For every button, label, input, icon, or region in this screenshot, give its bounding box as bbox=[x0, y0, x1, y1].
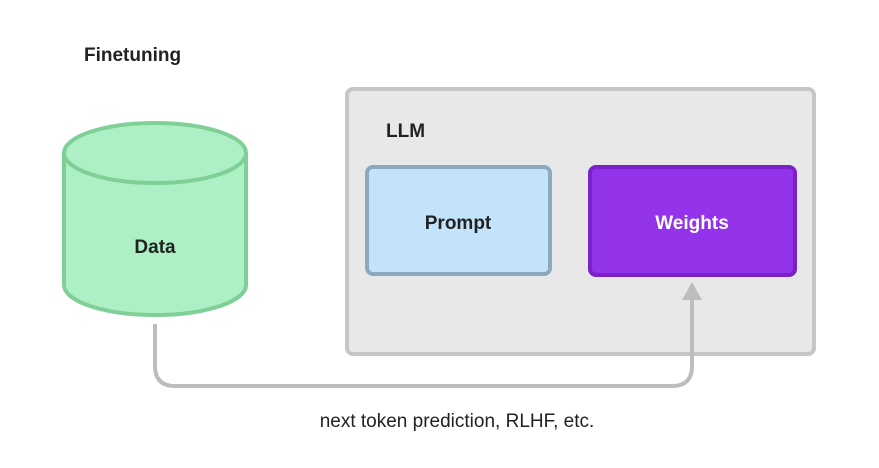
prompt-label: Prompt bbox=[425, 213, 492, 234]
flow-arrow bbox=[153, 282, 702, 388]
weights-block: Weights bbox=[588, 165, 797, 277]
llm-container: LLM bbox=[345, 87, 816, 356]
diagram-title: Finetuning bbox=[84, 45, 181, 66]
flow-arrow-line bbox=[153, 297, 694, 388]
llm-label: LLM bbox=[386, 121, 425, 142]
arrowhead-icon bbox=[682, 282, 702, 300]
prompt-block: Prompt bbox=[365, 165, 552, 276]
data-cylinder-top bbox=[62, 121, 248, 185]
data-cylinder: Data bbox=[62, 121, 248, 317]
prompt-box bbox=[365, 165, 552, 276]
weights-box bbox=[588, 165, 797, 277]
data-label: Data bbox=[134, 237, 176, 258]
flow-caption: next token prediction, RLHF, etc. bbox=[320, 411, 595, 432]
data-cylinder-body bbox=[62, 153, 248, 317]
weights-label: Weights bbox=[655, 213, 729, 234]
llm-box bbox=[345, 87, 816, 356]
